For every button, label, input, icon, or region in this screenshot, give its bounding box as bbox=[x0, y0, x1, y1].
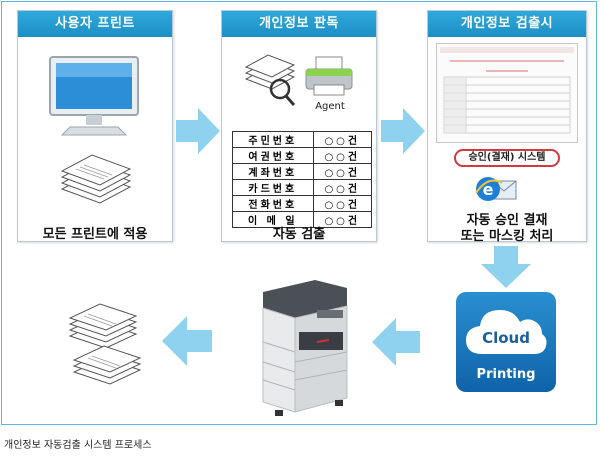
detection-row-label: 계좌번호 bbox=[232, 163, 314, 180]
cloud-icon bbox=[466, 310, 547, 354]
printer-icon bbox=[305, 56, 353, 96]
detection-row-value: ○○건 bbox=[312, 179, 373, 196]
panel-user-print-caption: 모든 프린트에 적용 bbox=[42, 227, 148, 242]
multifunction-printer-icon bbox=[262, 280, 348, 416]
detection-row: 카드번호○○건 bbox=[232, 179, 373, 196]
panel-detect-caption: 자동 검출 bbox=[272, 227, 326, 242]
arrow-left-2 bbox=[162, 316, 212, 366]
detection-row-value: ○○건 bbox=[312, 147, 373, 164]
panel-user-print: 사용자 프린트 모든 프린트에 적용 bbox=[17, 10, 173, 242]
agent-label: Agent bbox=[315, 101, 345, 112]
approval-system-badge: 승인(결재) 시스템 bbox=[454, 149, 560, 167]
detection-row: 여권번호○○건 bbox=[232, 147, 373, 164]
panel-detect-title: 개인정보 판독 bbox=[222, 11, 376, 37]
panel-verify-caption-line1: 자동 승인 결재 bbox=[466, 213, 548, 228]
diagram-frame bbox=[1, 1, 597, 425]
approval-document-thumbnail bbox=[436, 43, 578, 143]
panel-verify-title: 개인정보 검출시 bbox=[428, 11, 586, 37]
output-document-stack-icon bbox=[68, 303, 142, 385]
arrow-right-2 bbox=[381, 108, 425, 154]
arrow-right-1 bbox=[176, 108, 220, 154]
detection-row: 계좌번호○○건 bbox=[232, 163, 373, 180]
detection-row-value: ○○건 bbox=[312, 163, 373, 180]
panel-verify-caption-line2: 또는 마스킹 처리 bbox=[460, 229, 554, 244]
detection-row: 주민번호○○건 bbox=[232, 131, 373, 148]
panel-user-print-title: 사용자 프린트 bbox=[18, 11, 172, 37]
diagram-caption: 개인정보 자동검출 시스템 프로세스 bbox=[4, 440, 152, 451]
detection-row-value: ○○건 bbox=[312, 195, 373, 212]
svg-text:e: e bbox=[483, 180, 494, 199]
monitor-icon bbox=[49, 56, 139, 136]
detection-row-label: 여권번호 bbox=[232, 147, 314, 164]
panel-verify: 개인정보 검출시 승인(결재) 시스템 e 자동 승인 결재 또는 마스킹 처리 bbox=[427, 10, 587, 244]
arrow-left-1 bbox=[372, 318, 420, 366]
detection-row-label: 주민번호 bbox=[232, 131, 314, 148]
cloud-label: Cloud bbox=[482, 329, 530, 347]
detection-row-value: ○○건 bbox=[312, 211, 373, 228]
document-stack-icon bbox=[60, 154, 132, 204]
cloud-printing-box: Cloud Printing bbox=[456, 292, 556, 392]
detection-row-label: 전화번호 bbox=[232, 195, 314, 212]
arrow-down bbox=[481, 246, 531, 288]
detection-row: 전화번호○○건 bbox=[232, 195, 373, 212]
detection-row: 이 메 일○○건 bbox=[232, 211, 373, 228]
detection-row-value: ○○건 bbox=[312, 131, 373, 148]
printing-label: Printing bbox=[476, 367, 536, 382]
detection-row-label: 카드번호 bbox=[232, 179, 314, 196]
mail-browser-icon: e bbox=[475, 177, 517, 201]
scanner-icon bbox=[244, 54, 296, 106]
